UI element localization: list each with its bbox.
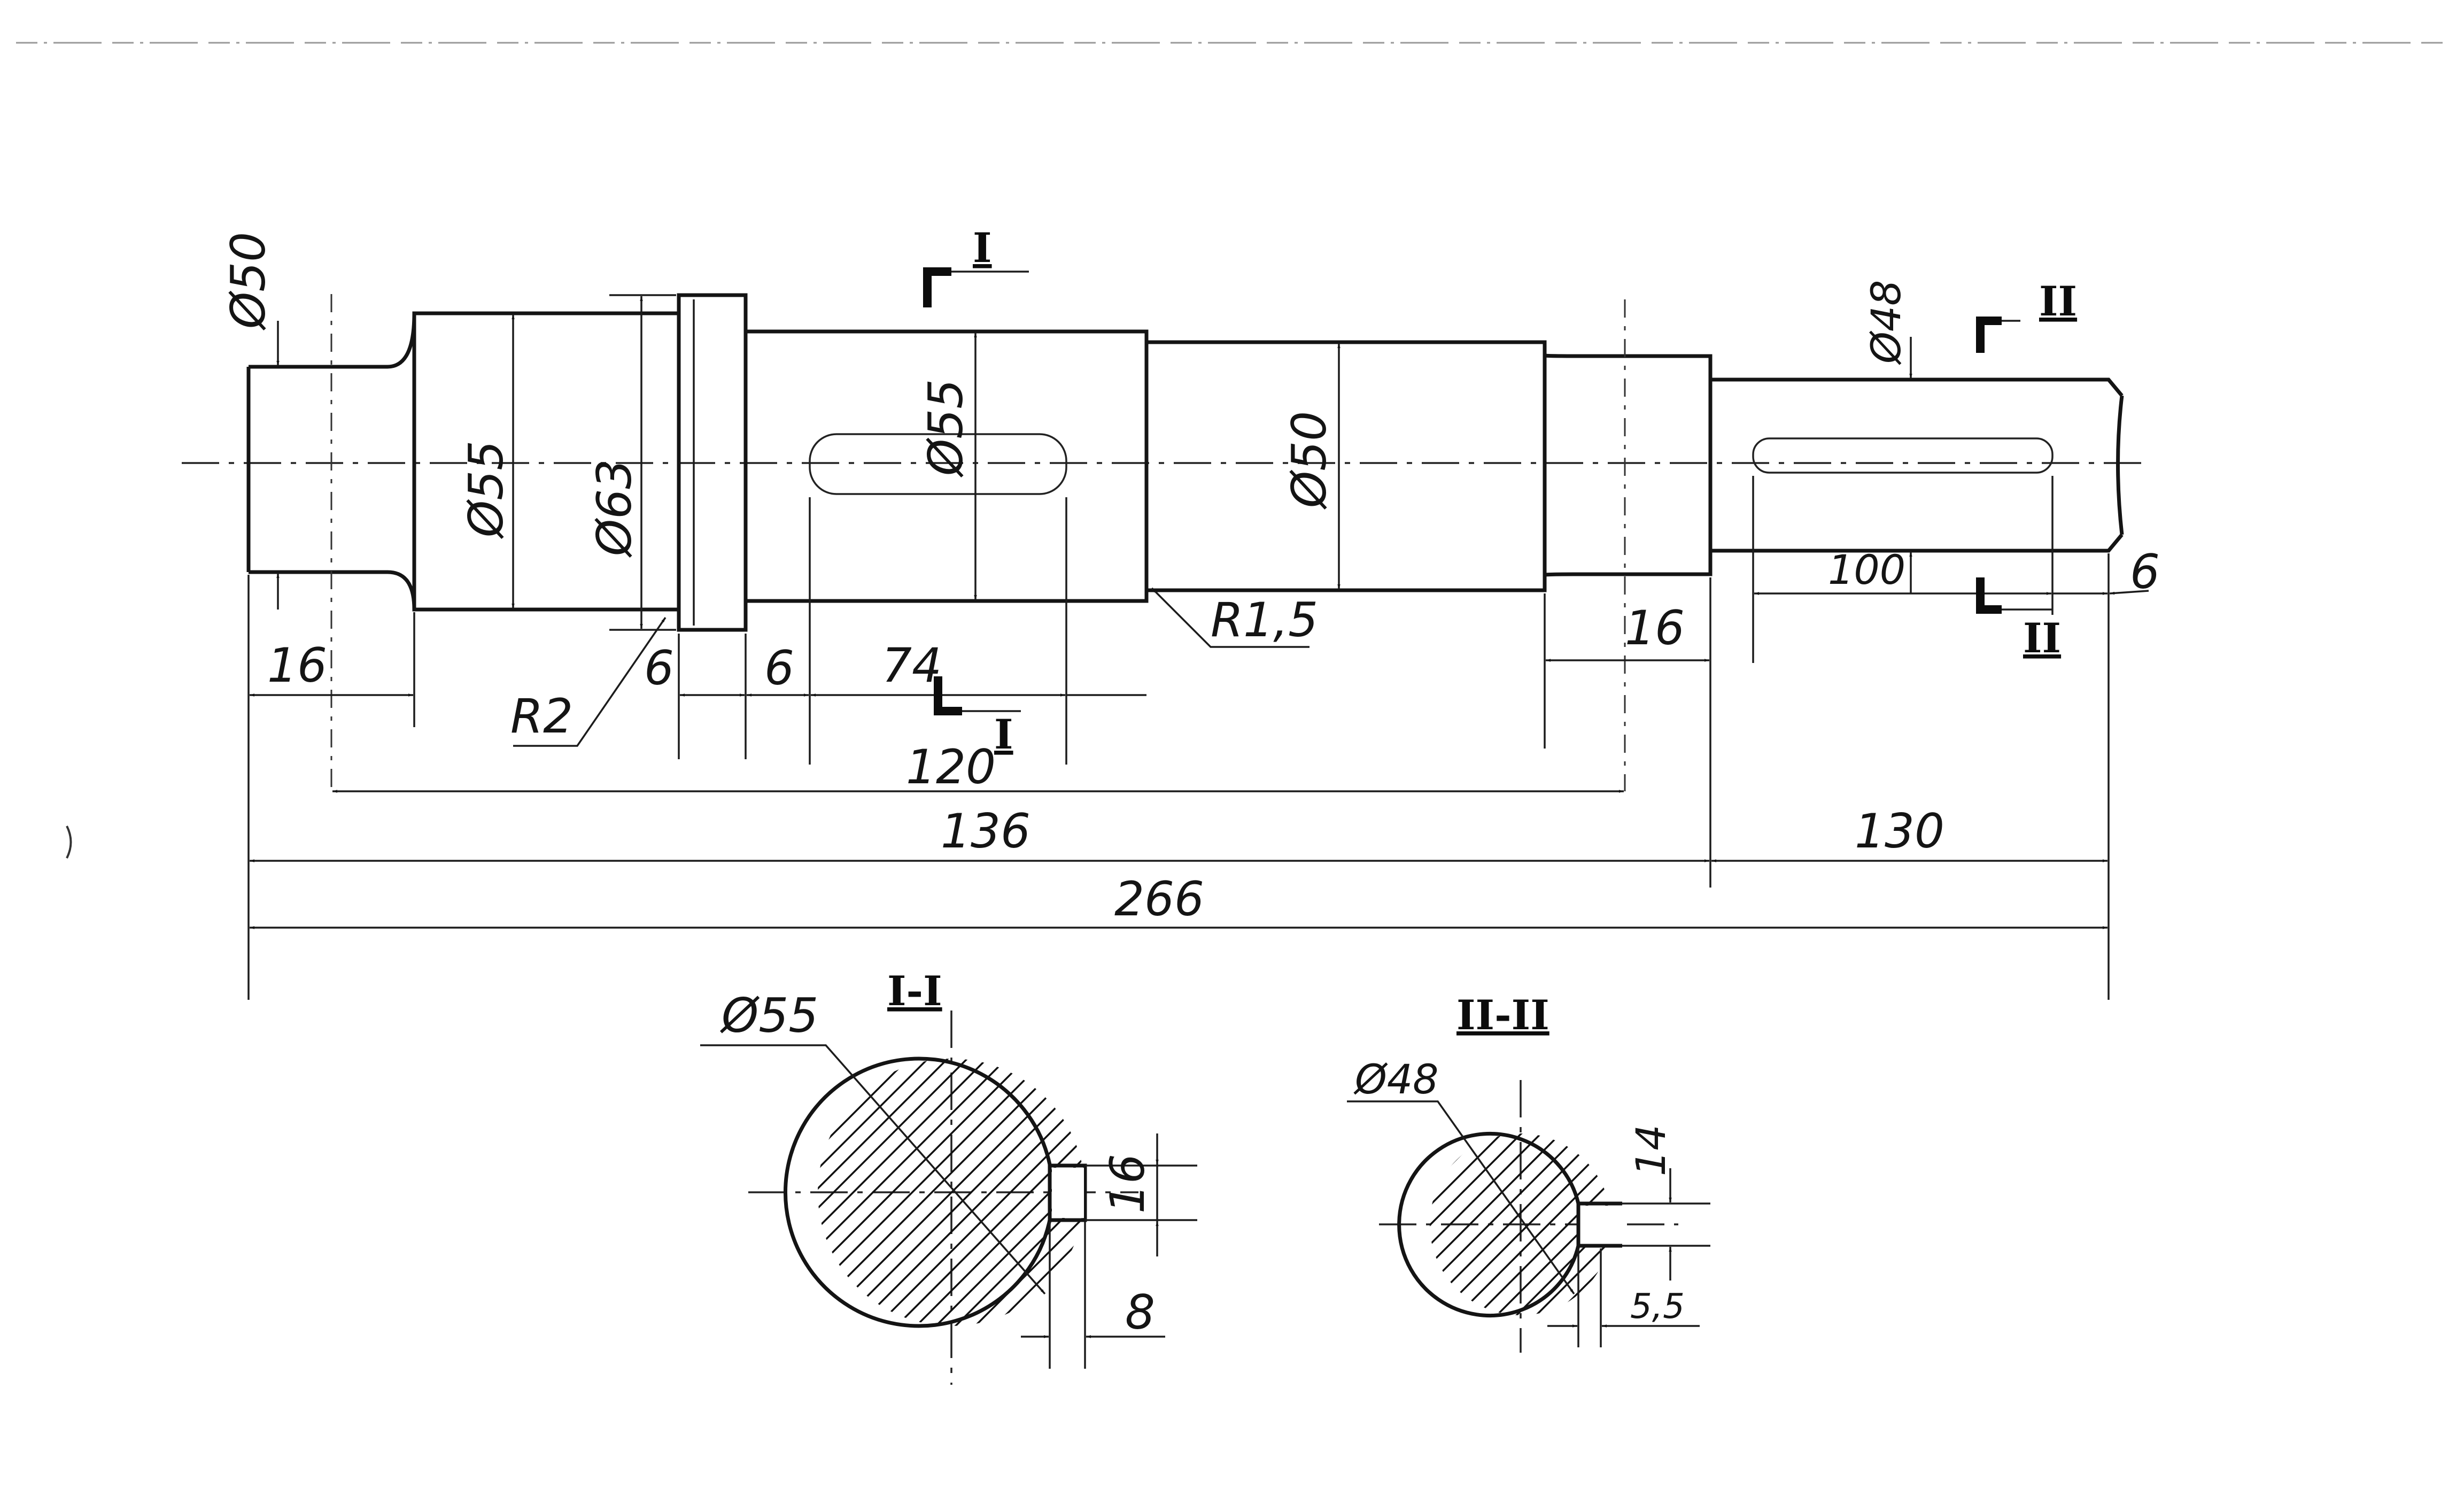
keyway-slot-2 xyxy=(1752,437,2054,474)
section-mark-1-top: I xyxy=(973,224,992,272)
section-mark-2-top: II xyxy=(2039,277,2077,325)
label-len-6-b: 6 xyxy=(764,641,794,696)
section-1-title: I-I xyxy=(887,967,942,1015)
dimension-labels: Ø50 Ø55 Ø63 Ø55 Ø50 Ø48 16 R2 6 6 74 120… xyxy=(221,224,2160,927)
section-view-2: II-II Ø48 14 5,5 xyxy=(1347,991,1710,1353)
extension-lines xyxy=(247,476,2110,1000)
dimension-lines xyxy=(250,294,2149,929)
section-mark-2-bottom: II xyxy=(2023,614,2061,662)
shaft-outline-top xyxy=(249,293,2124,397)
section-2-keyway-depth: 5,5 xyxy=(1630,1287,1685,1326)
leader-r2 xyxy=(513,617,667,747)
label-len-100: 100 xyxy=(1828,546,1905,593)
keyway-slot-1 xyxy=(809,433,1067,495)
label-radius-r2: R2 xyxy=(510,689,573,744)
leader-r15 xyxy=(1151,587,1310,648)
label-len-74: 74 xyxy=(882,638,942,693)
shaft-main-view xyxy=(182,293,2149,791)
label-dia-50-mid: Ø50 xyxy=(1282,411,1337,510)
section-2-diameter: Ø48 xyxy=(1353,1055,1439,1103)
scan-mark xyxy=(66,826,72,859)
section-2-title: II-II xyxy=(1456,991,1549,1039)
shaft-right-end xyxy=(2116,395,2124,535)
label-dia-55-mid: Ø55 xyxy=(918,379,973,478)
label-dia-48: Ø48 xyxy=(1862,280,1910,365)
label-len-266: 266 xyxy=(1114,871,1204,927)
label-len-130: 130 xyxy=(1855,804,1944,859)
label-len-120: 120 xyxy=(906,739,996,795)
section-2-keyway-width: 14 xyxy=(1627,1124,1675,1176)
section-1-keyway-depth: 8 xyxy=(1125,1285,1155,1340)
label-dia-63: Ø63 xyxy=(587,459,642,558)
section-markers xyxy=(923,267,2052,715)
label-len-6-right: 6 xyxy=(2130,544,2160,599)
label-dia-50-left: Ø50 xyxy=(221,232,276,331)
label-radius-r15: R1,5 xyxy=(1211,592,1318,647)
label-len-16-left: 16 xyxy=(267,638,327,693)
section-1-keyway-width: 16 xyxy=(1100,1154,1155,1214)
section-view-1: I-I Ø55 16 8 xyxy=(700,967,1197,1385)
label-dia-55-left: Ø55 xyxy=(459,441,514,539)
label-len-136: 136 xyxy=(941,804,1030,859)
label-len-6-a: 6 xyxy=(644,641,674,696)
section-mark-1-bottom: I xyxy=(994,711,1013,758)
section-1-diameter: Ø55 xyxy=(719,988,818,1043)
label-len-16-right: 16 xyxy=(1625,600,1685,655)
